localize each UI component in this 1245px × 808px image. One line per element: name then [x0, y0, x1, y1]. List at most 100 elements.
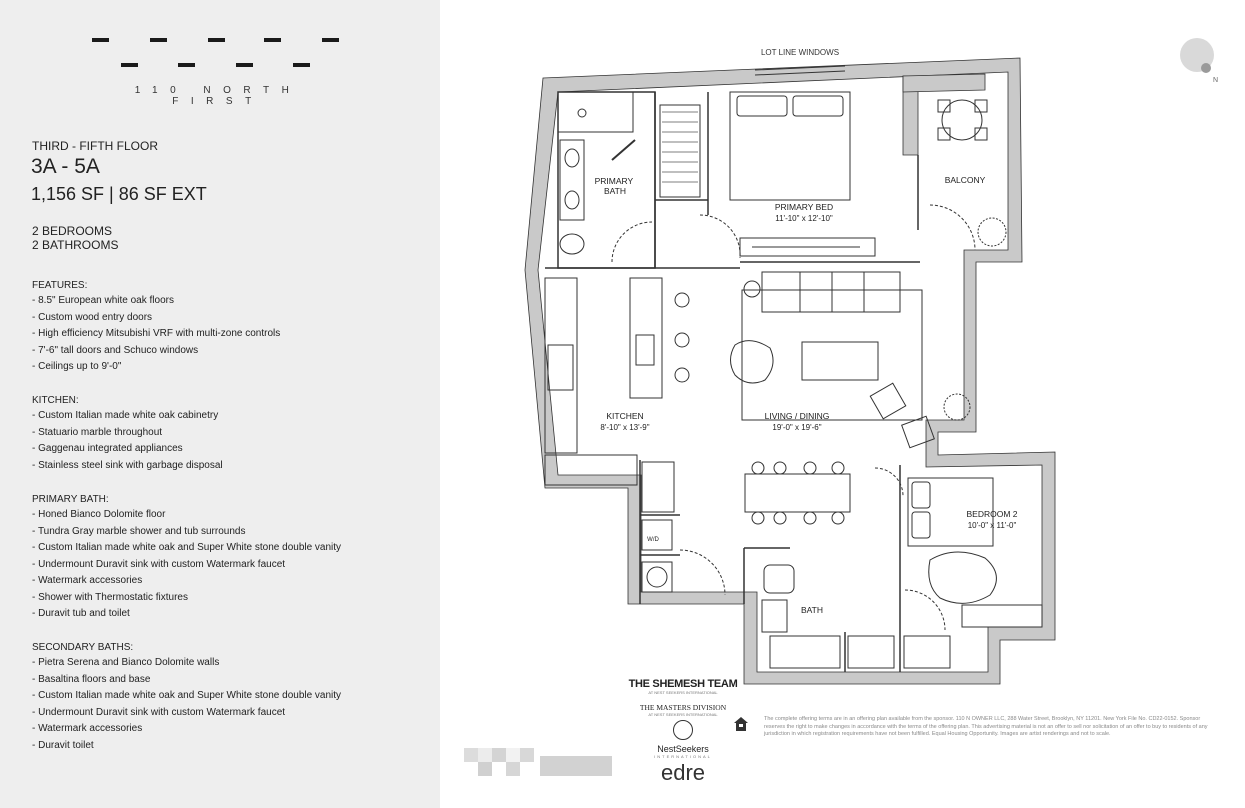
dresser	[739, 237, 876, 257]
list-item: Tundra Gray marble shower and tub surrou…	[32, 524, 341, 541]
unit-area: 1,156 SF | 86 SF EXT	[31, 184, 207, 204]
brand-sub: INTERNATIONAL	[654, 754, 712, 759]
shower-door	[611, 139, 636, 161]
list-item: Watermark accessories	[32, 721, 341, 738]
door-swings	[611, 204, 976, 631]
door-arc	[929, 204, 976, 251]
window	[754, 65, 846, 71]
chair	[937, 99, 951, 113]
door-arc	[611, 221, 653, 263]
lounge-chair	[730, 340, 774, 384]
dryer	[641, 561, 673, 593]
brand-name: THE MASTERS DIVISION	[639, 703, 727, 712]
bedroom2-furniture	[907, 477, 1043, 628]
kitchen-sink	[547, 344, 574, 391]
list-item: Basaltina floors and base	[32, 672, 341, 689]
equal-housing-icon	[733, 716, 749, 737]
kitchen-fixtures	[544, 277, 690, 486]
list-item: Gaggenau integrated appliances	[32, 441, 223, 458]
house-icon	[734, 717, 748, 731]
shemesh-team-logo: THE SHEMESH TEAM AT NEST SEEKERS INTERNA…	[628, 678, 738, 695]
room-label-wd: W/D	[647, 537, 659, 543]
bed	[729, 91, 851, 201]
sink	[564, 148, 580, 168]
wall-column	[902, 73, 986, 93]
list-item: Ceilings up to 9'-0"	[32, 359, 280, 376]
kitchen-title: KITCHEN:	[32, 395, 79, 406]
info-panel: 110 NORTH FIRST THIRD - FIFTH FLOOR 3A -…	[0, 0, 440, 808]
chair	[937, 127, 951, 141]
list-item: Duravit toilet	[32, 738, 341, 755]
pillow	[736, 95, 788, 117]
brand-sub: AT NEST SEEKERS INTERNATIONAL	[648, 690, 718, 695]
logo-mark	[150, 38, 167, 42]
logo-mark	[92, 38, 109, 42]
vanity	[761, 599, 788, 633]
stool	[674, 292, 690, 308]
room-dim-bedroom2: 10'-0" x 11'-0"	[968, 521, 1017, 530]
room-label-balcony: BALCONY	[945, 175, 986, 185]
room-dim-living: 19'-0" x 19'-6"	[772, 423, 821, 432]
list-item: Custom wood entry doors	[32, 310, 280, 327]
lower-cabinets	[544, 454, 638, 486]
door-arc	[699, 214, 741, 259]
closet-hangers	[662, 111, 698, 183]
rug	[928, 551, 997, 604]
room-label-primary-bed: PRIMARY BED	[775, 202, 833, 212]
vanity	[559, 139, 585, 221]
list-item: High efficiency Mitsubishi VRF with mult…	[32, 326, 280, 343]
edre-logo: edre	[660, 760, 706, 785]
primary-bath-fixtures	[557, 91, 701, 255]
plant	[977, 217, 1007, 247]
toilet	[763, 564, 795, 594]
primary-bath-title: PRIMARY BATH:	[32, 494, 109, 505]
desk	[961, 604, 1043, 628]
list-item: Undermount Duravit sink with custom Wate…	[32, 705, 341, 722]
compass-icon: N	[1180, 38, 1218, 84]
secondary-baths-list: Pietra Serena and Bianco Dolomite walls …	[32, 655, 341, 754]
logo-mark	[236, 63, 253, 67]
sink	[564, 190, 580, 210]
door-arc	[874, 467, 904, 497]
table	[941, 99, 983, 141]
room-label-bedroom2: BEDROOM 2	[966, 509, 1017, 519]
nestseekers-logo: NestSeekers INTERNATIONAL	[638, 744, 728, 759]
pillow	[911, 481, 931, 509]
features-title: FEATURES:	[32, 280, 88, 291]
plant	[943, 393, 971, 421]
pixelated-block	[464, 748, 612, 776]
logo-mark	[322, 38, 339, 42]
legal-disclaimer: The complete offering terms are in an of…	[764, 716, 1208, 737]
brand-sub: AT NEST SEEKERS INTERNATIONAL	[648, 712, 718, 717]
kitchen-list: Custom Italian made white oak cabinetry …	[32, 408, 223, 474]
list-item: Undermount Duravit sink with custom Wate…	[32, 557, 341, 574]
secondary-baths-title: SECONDARY BATHS:	[32, 642, 134, 653]
lot-line-label: LOT LINE WINDOWS	[761, 48, 839, 57]
room-count: 2 BEDROOMS 2 BATHROOMS	[32, 224, 118, 252]
features-list: 8.5" European white oak floors Custom wo…	[32, 293, 280, 376]
list-item: Duravit tub and toilet	[32, 606, 341, 623]
stool	[674, 367, 690, 383]
list-item: 8.5" European white oak floors	[32, 293, 280, 310]
pillow	[792, 95, 844, 117]
logo-mark	[121, 63, 138, 67]
closet	[659, 104, 701, 198]
building-wordmark: 110 NORTH FIRST	[134, 85, 302, 107]
stool	[674, 332, 690, 348]
primary-bed-furniture	[729, 91, 876, 257]
door-arc	[904, 589, 946, 631]
island	[629, 277, 663, 399]
floor-plan: LOT LINE WINDOWS N	[524, 38, 1218, 685]
window	[754, 70, 846, 76]
lot-line-windows	[754, 65, 846, 76]
list-item: Pietra Serena and Bianco Dolomite walls	[32, 655, 341, 672]
armchair	[901, 415, 935, 449]
sofa	[761, 271, 901, 313]
toilet	[559, 233, 585, 255]
list-item: Custom Italian made white oak and Super …	[32, 540, 341, 557]
room-label-living: LIVING / DINING	[765, 411, 830, 421]
logo-mark	[264, 38, 281, 42]
washer	[641, 519, 673, 551]
compass-label: N	[1213, 77, 1218, 84]
bedroom-count: 2 BEDROOMS	[32, 224, 113, 238]
